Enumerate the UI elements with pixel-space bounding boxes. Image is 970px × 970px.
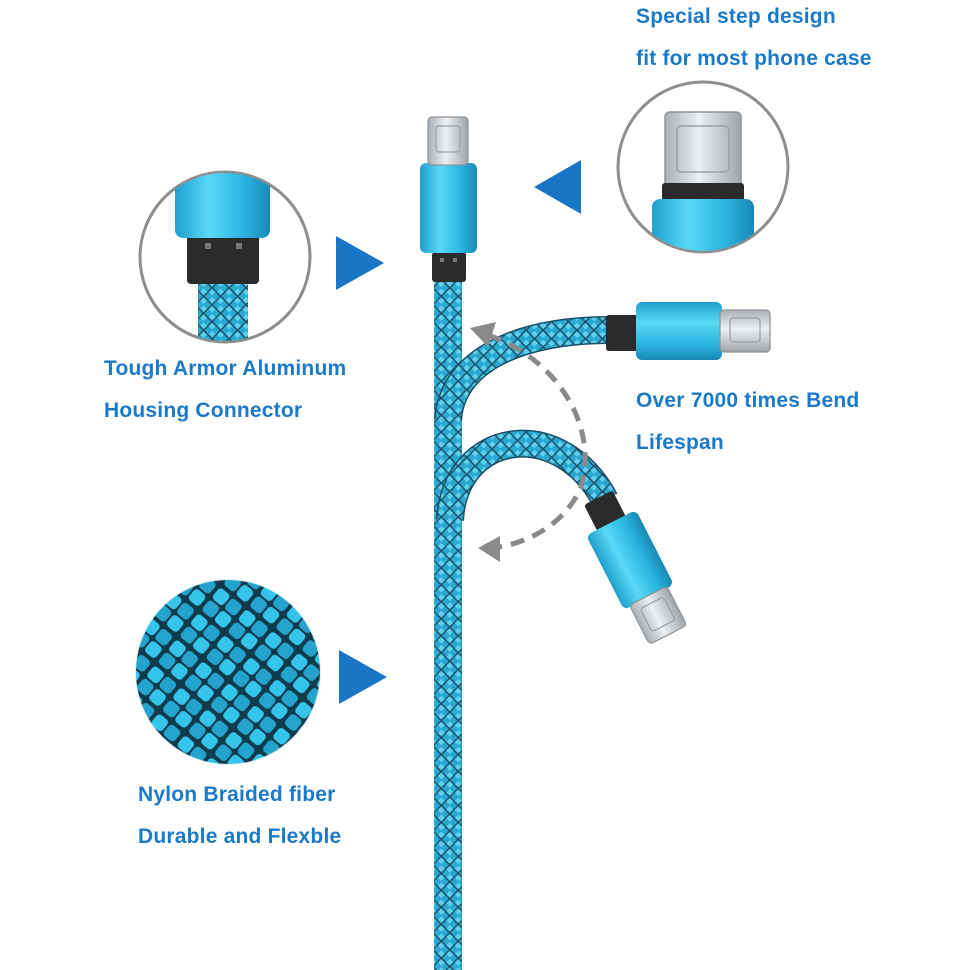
bend-lifespan-label: Over 7000 times Bend Lifespan <box>636 380 859 464</box>
housing-closeup-callout <box>138 170 312 344</box>
label-line: Nylon Braided fiber <box>138 783 336 806</box>
bent-cable-lower <box>436 429 687 644</box>
housing-label: Tough Armor Aluminum Housing Connector <box>104 348 346 432</box>
triangle-arrow-icon <box>534 160 581 214</box>
triangle-arrow-icon <box>339 650 387 704</box>
main-cable <box>420 116 477 970</box>
label-line: Tough Armor Aluminum <box>104 357 347 380</box>
strain-relief <box>432 252 466 282</box>
label-line: Special step design <box>636 5 836 28</box>
nylon-braid-closeup <box>135 579 321 765</box>
bent-cable-upper <box>434 302 771 422</box>
label-line: Durable and Flexble <box>138 825 342 848</box>
step-design-label: Special step design fit for most phone c… <box>636 0 872 80</box>
nylon-braid-label: Nylon Braided fiber Durable and Flexble <box>138 774 341 858</box>
connector-housing <box>420 163 477 253</box>
label-line: fit for most phone case <box>636 47 872 70</box>
step-design-closeup-callout <box>616 80 790 254</box>
curved-dashed-arrow-icon <box>470 322 588 562</box>
triangle-arrow-icon <box>336 236 384 290</box>
label-line: Housing Connector <box>104 399 303 422</box>
label-line: Lifespan <box>636 431 724 454</box>
usb-c-plug <box>427 116 469 166</box>
label-line: Over 7000 times Bend <box>636 389 860 412</box>
